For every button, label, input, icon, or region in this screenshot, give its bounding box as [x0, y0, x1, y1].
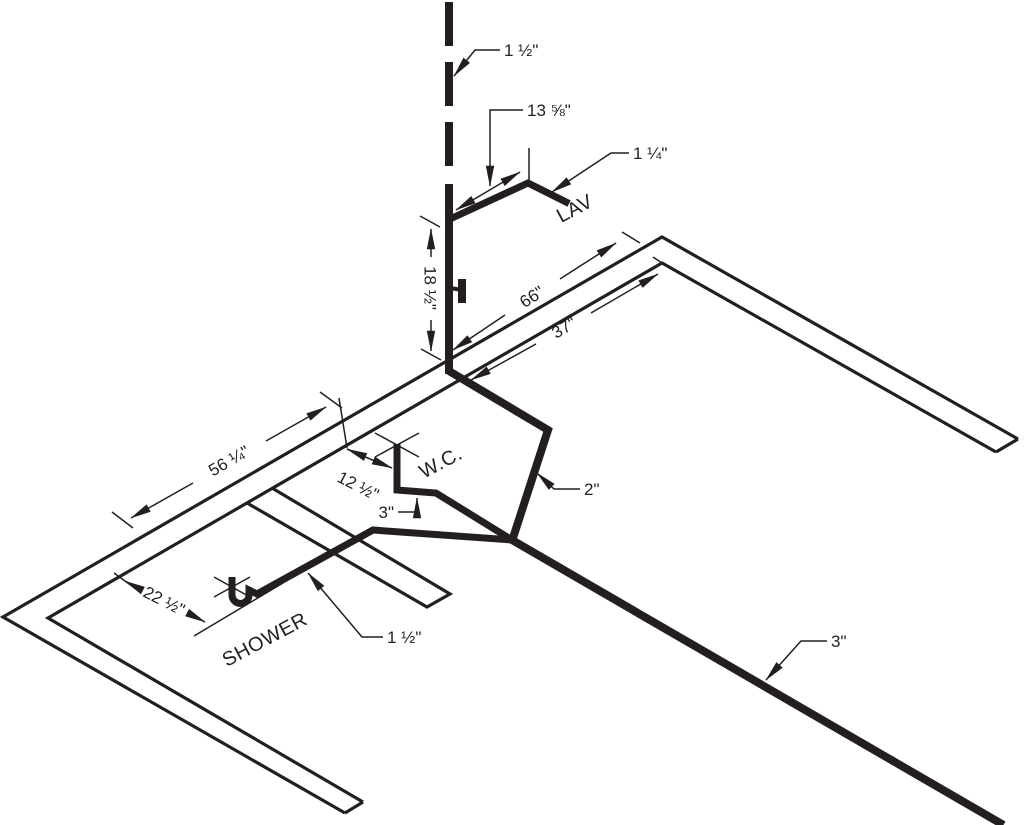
dim-line-56-right — [265, 406, 327, 442]
dim-line-13-right — [487, 171, 521, 192]
dim-line-22-right — [185, 608, 206, 623]
dim-12-label: 12 ½" — [334, 468, 382, 505]
dim-37-label: 37" — [548, 314, 579, 343]
vent-size-label: 1 ½" — [504, 41, 538, 60]
leader-lav-size — [551, 152, 629, 193]
dim-line-12-left — [346, 448, 371, 461]
shower-trap-and-branch-pipe — [228, 526, 513, 607]
lav-size-label: 1 ¼" — [633, 144, 667, 163]
dim-line-37-left — [470, 343, 537, 381]
lav-branch-pipe — [445, 179, 571, 224]
labels: 1 ½" 13 ⅝" 1 ¼" LAV 18 ½" 66" 37" 56 ¼" … — [140, 41, 846, 672]
building-drain-pipe — [506, 534, 1006, 825]
shower-fixture-label: SHOWER — [219, 608, 311, 671]
wall-end-caps — [344, 437, 1019, 815]
dim-line-13-left — [455, 190, 489, 211]
dim-line-37-right — [590, 273, 659, 314]
lav-run-label: 13 ⅝" — [527, 101, 571, 120]
leader-wc-branch-size — [536, 472, 580, 490]
wc-elbow-size-label: 3" — [379, 503, 395, 522]
wall-outer-line — [0, 235, 1019, 815]
wall-inner-line — [44, 261, 997, 804]
wc-fixture-label: W.C. — [416, 443, 466, 484]
dim-56-label: 56 ¼" — [205, 442, 252, 480]
dim-line-66-left — [452, 314, 506, 351]
stack-run-label: 18 ½" — [421, 266, 440, 310]
dim-line-12-right — [369, 456, 393, 469]
wc-branch-pipe — [393, 444, 514, 543]
shower-size-label: 1 ½" — [387, 628, 421, 647]
dim-22-label: 22 ½" — [140, 583, 188, 620]
dim-line-56-left — [130, 482, 194, 519]
leader-vent-size — [453, 49, 500, 77]
room-walls — [0, 235, 1019, 815]
interior-partition-wall — [246, 486, 454, 609]
dim-line-66-right — [559, 242, 617, 280]
dimension-linework — [111, 49, 827, 681]
leader-lav-run — [485, 109, 523, 187]
piping — [228, 2, 1006, 825]
leader-main-drain-size — [765, 640, 827, 681]
wc-branch-size-label: 2" — [584, 480, 600, 499]
main-drain-size-label: 3" — [831, 632, 847, 651]
leader-shower-size — [307, 572, 383, 638]
dim-line-22-left — [124, 580, 145, 595]
stack-to-junction-pipe — [446, 367, 553, 543]
leader-wc-elbow-size — [398, 497, 422, 519]
